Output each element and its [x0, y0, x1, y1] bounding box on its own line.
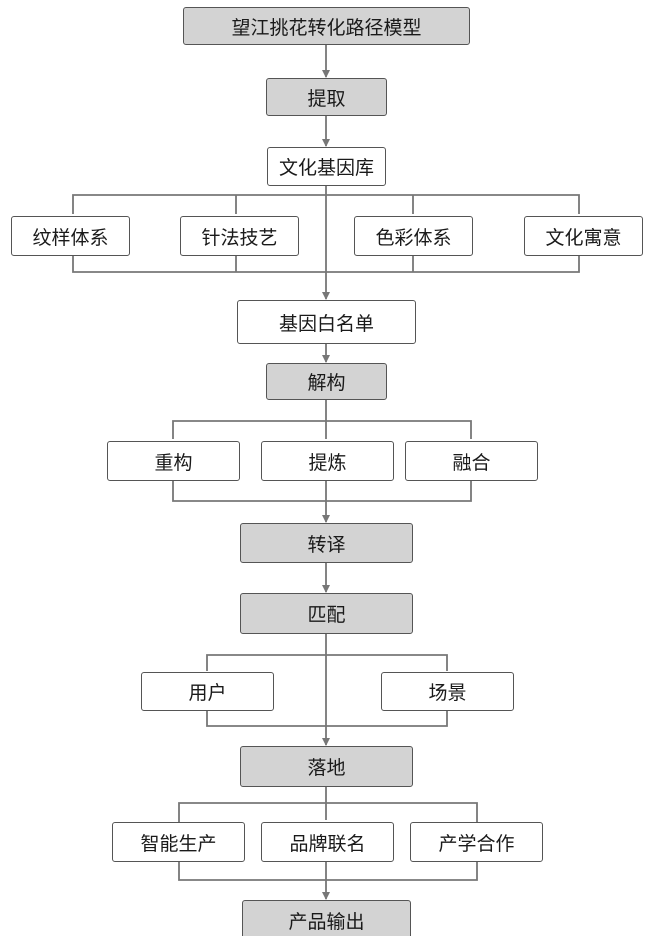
node-user: 用户 [141, 672, 274, 711]
stage-landing: 落地 [240, 746, 413, 787]
node-fuse: 融合 [405, 441, 538, 481]
node-reconstruct: 重构 [107, 441, 240, 481]
stage-extract: 提取 [266, 78, 387, 116]
node-pattern-system: 纹样体系 [11, 216, 130, 256]
node-smart-production: 智能生产 [112, 822, 245, 862]
stage-product-output: 产品输出 [242, 900, 411, 936]
node-industry-collab: 产学合作 [410, 822, 543, 862]
node-color-system: 色彩体系 [354, 216, 473, 256]
stage-translate: 转译 [240, 523, 413, 563]
node-cultural-meaning: 文化寓意 [524, 216, 643, 256]
node-brand-collab: 品牌联名 [261, 822, 394, 862]
node-gene-whitelist: 基因白名单 [237, 300, 416, 344]
node-refine: 提炼 [261, 441, 394, 481]
stage-deconstruct: 解构 [266, 363, 387, 400]
node-stitch-technique: 针法技艺 [180, 216, 299, 256]
node-gene-library: 文化基因库 [267, 147, 386, 186]
node-scene: 场景 [381, 672, 514, 711]
model-title: 望江挑花转化路径模型 [183, 7, 470, 45]
stage-match: 匹配 [240, 593, 413, 634]
